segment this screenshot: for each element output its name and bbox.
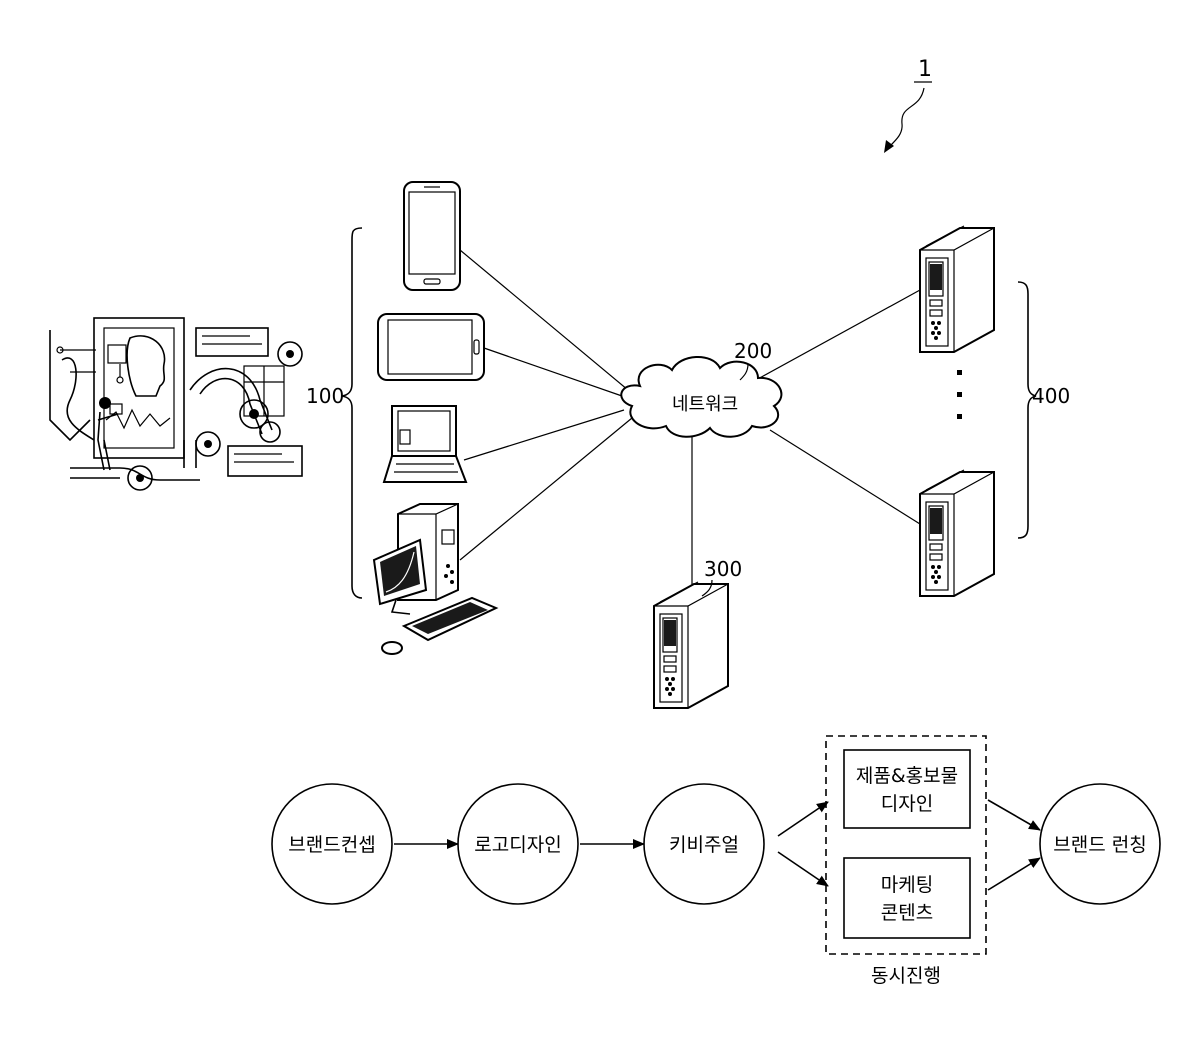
ellipsis-dots — [957, 370, 962, 419]
client-group-bracket: 100 — [306, 228, 362, 598]
product-design-line2: 디자인 — [881, 793, 933, 815]
client-group-label: 100 — [306, 384, 344, 408]
marketing-content-line1: 마케팅 — [881, 874, 933, 896]
desktop-pc-icon — [374, 504, 496, 654]
network-ref-label: 200 — [734, 339, 772, 363]
flow-step-brand-concept: 브랜드컨셉 — [288, 834, 375, 856]
platform-server-label: 300 — [704, 557, 742, 581]
network-label: 네트워크 — [672, 394, 738, 415]
server-group-bracket: 400 — [1018, 282, 1070, 538]
figure-ref-label: 1 — [918, 57, 932, 82]
figure-reference: 1 — [884, 57, 932, 153]
marketing-content-line2: 콘텐츠 — [881, 902, 933, 924]
server-icon — [654, 582, 728, 708]
product-design-line1: 제품&홍보물 — [856, 765, 958, 787]
smartphone-icon — [404, 182, 460, 290]
cloud-icon: 네트워크 200 — [621, 339, 781, 437]
marketing-content-box — [844, 858, 970, 938]
server-icon — [920, 470, 994, 596]
tablet-icon — [378, 314, 484, 380]
illustration-figure — [50, 318, 302, 490]
parallel-caption: 동시진행 — [871, 965, 941, 987]
product-design-box — [844, 750, 970, 828]
server-icon — [920, 226, 994, 352]
flow-step-key-visual: 키비주얼 — [669, 834, 739, 856]
server-group-label: 400 — [1032, 384, 1070, 408]
flow-step-logo-design: 로고디자인 — [474, 834, 561, 856]
brand-flow: 브랜드컨셉 로고디자인 키비주얼 제품&홍보물 디자인 마케팅 콘텐츠 동시진행… — [272, 736, 1160, 987]
laptop-icon — [384, 406, 466, 482]
flow-step-brand-launch: 브랜드 런칭 — [1053, 834, 1146, 856]
